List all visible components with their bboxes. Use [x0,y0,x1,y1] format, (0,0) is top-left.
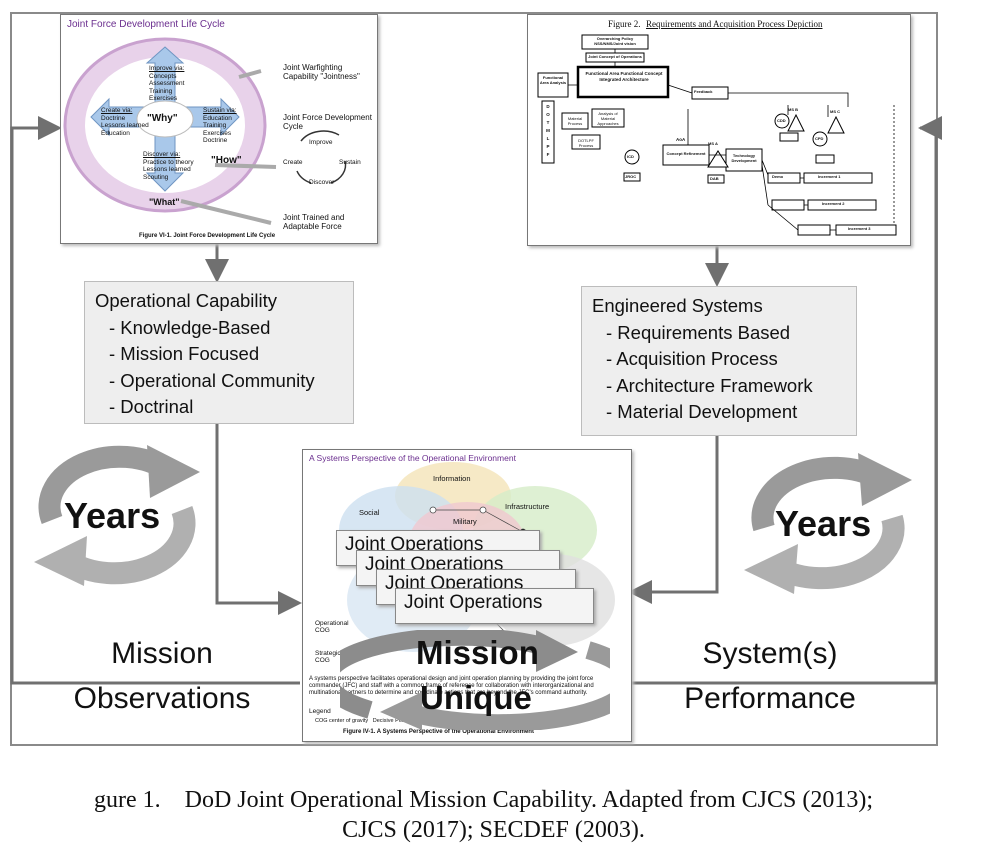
acq-box-concept-refinement: Concept Refinement [666,151,706,156]
improve-label: Improve via: Concepts Assessment Trainin… [149,65,185,102]
figure-caption: gure 1. DoD Joint Operational Mission Ca… [0,785,987,845]
figure-caption-line-1: gure 1. DoD Joint Operational Mission Ca… [93,787,874,813]
systems-body-text: A systems perspective facilitates operat… [309,676,594,696]
cog-operational: Operational COG [315,620,349,634]
jointness-label: Joint Warfighting Capability "Jointness" [283,63,360,81]
acq-box-analysis: Analysis of Material Approaches [597,111,619,126]
domain-infrastructure: Infrastructure [505,502,550,511]
domain-social: Social [359,508,380,517]
ms-a: MS A [708,141,718,146]
doc-cpd: CPD [815,136,824,141]
dotmlpf-letters: D O T M L P F [546,104,550,157]
board-jroc: JROC [625,174,637,179]
right-box-to-center [628,436,719,604]
ms-c: MS C [830,109,840,114]
jfdc-label: Joint Force Development Cycle [283,113,372,131]
systems-performance-label-1: System(s) [702,637,838,670]
engineered-systems-title: Engineered Systems [592,295,763,316]
center-cycle-icon [340,630,610,730]
domain-information: Information [433,474,471,483]
figure-caption-line-2: CJCS (2017); SECDEF (2003). [342,817,645,843]
acq-box-material: Material Process [567,116,583,126]
left-cycle-icon [34,445,200,586]
how-label: "How" [211,155,242,166]
acq-box-feedback: Feedback [694,89,713,94]
cycle-discover: Discover [309,179,335,186]
what-label: "What" [149,197,180,207]
board-dab: DAB [710,176,719,181]
acq-box-faa: Functional Area Analysis [539,75,567,85]
acq-box-inc3: Increment 3 [848,226,871,231]
mission-label: Mission [416,634,539,671]
acq-box-aoa: AoA [676,137,686,142]
jfd-title: Joint Force Development Life Cycle [67,19,225,30]
list-item: - Acquisition Process [606,348,778,369]
engineered-systems-box: Engineered Systems - Requirements Based … [581,286,857,436]
years-left-label: Years [64,495,161,536]
systems-figure-caption: Figure IV-1. A Systems Perspective of th… [343,729,534,735]
acq-box-dotlpf: DOTLPF Process [578,138,594,148]
discover-label: Discover via: Practice to theory Lessons… [143,151,194,181]
operational-capability-title: Operational Capability [95,290,278,311]
sustain-label: Sustain via: Education Training Exercise… [203,107,237,144]
cycle-improve: Improve [309,139,333,146]
cycle-create: Create [283,159,303,166]
jfd-figure-caption: Figure VI-1. Joint Force Development Lif… [139,233,276,239]
operational-capability-box: Operational Capability - Knowledge-Based… [84,281,354,424]
acq-box-fa: Functional Area Functional Concept Integ… [585,71,663,82]
acquisition-process-figure: Figure 2. Requirements and Acquisition P… [527,14,911,246]
trained-label: Joint Trained and Adaptable Force [283,213,345,231]
right-cycle-icon [744,453,912,594]
joint-operations-card: Joint Operations [395,588,594,624]
list-item: - Architecture Framework [606,374,813,396]
acq-box-inc1: Increment 1 [818,174,841,179]
list-item: - Material Development [606,401,798,422]
left-feedback-line [10,116,300,685]
acq-box-inc2: Increment 2 [822,201,845,206]
acq-box-demo: Demo [772,174,784,179]
acq-box-joint-concept: Joint Concept of Operations [588,54,642,59]
left-box-to-center [215,424,302,615]
acq-figure-number: Figure 2. [608,19,641,29]
list-item: - Mission Focused [109,343,260,364]
list-item: - Requirements Based [606,321,791,343]
ms-b: MS B [788,107,798,112]
list-item: - Knowledge-Based [109,316,271,338]
cycle-sustain: Sustain [339,159,361,166]
create-label: Create via: Doctrine Lessons learned Edu… [101,107,149,137]
mission-observations-label-2: Observations [73,682,251,715]
acq-title: Requirements and Acquisition Process Dep… [646,19,823,29]
domain-military: Military [453,517,477,526]
legend-title: Legend [309,708,331,715]
mission-observations-label-1: Mission [111,637,213,670]
systems-perspective-title: A Systems Perspective of the Operational… [309,453,516,463]
cog-strategic: Strategic COG [315,650,341,664]
acq-box-policy: Overarching Policy NSS/NMS/Joint vision [594,36,636,46]
years-right-label: Years [775,503,872,544]
jfd-life-cycle-figure: Joint Force Development Life Cycle Impro… [60,14,378,244]
list-item: - Operational Community [109,369,315,391]
list-item: - Doctrinal [109,396,194,417]
doc-icd: ICD [627,154,634,159]
acq-flow-diagram [537,34,897,236]
systems-performance-label-2: Performance [684,682,856,715]
acq-box-tech-dev: Technology Development [731,153,757,163]
unique-label: Unique [420,679,532,716]
doc-cdd: CDD [777,118,786,123]
why-label: "Why" [147,113,178,124]
